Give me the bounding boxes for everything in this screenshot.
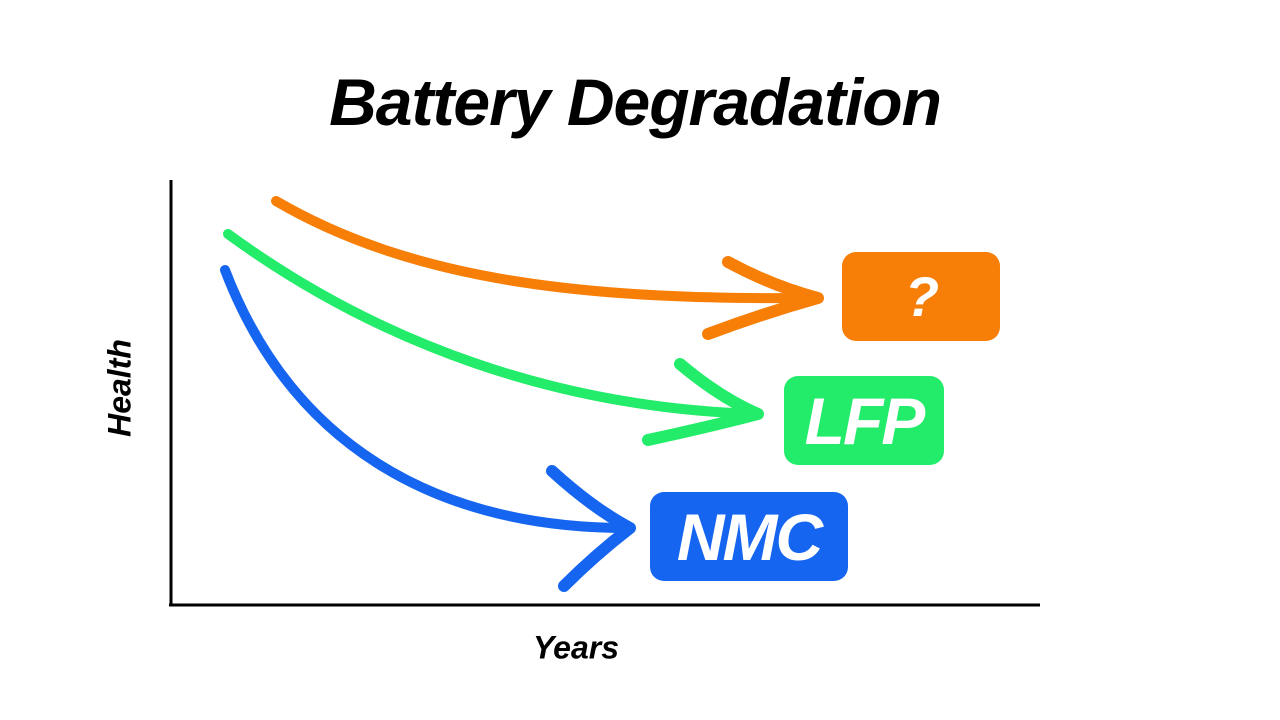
nmc-badge: NMC <box>650 492 848 581</box>
lfp-badge: LFP <box>784 376 944 465</box>
diagram-title: Battery Degradation <box>329 65 942 139</box>
lfp-curve <box>223 229 764 446</box>
question-badge: ? <box>842 252 1000 341</box>
nmc-badge-label: NMC <box>676 499 823 574</box>
question-badge-label: ? <box>904 265 939 328</box>
nmc-curve <box>220 265 636 592</box>
y-axis-label: Health <box>101 339 138 437</box>
x-axis-label: Years <box>533 629 619 666</box>
question-curve <box>271 196 824 340</box>
lfp-badge-label: LFP <box>804 383 926 458</box>
